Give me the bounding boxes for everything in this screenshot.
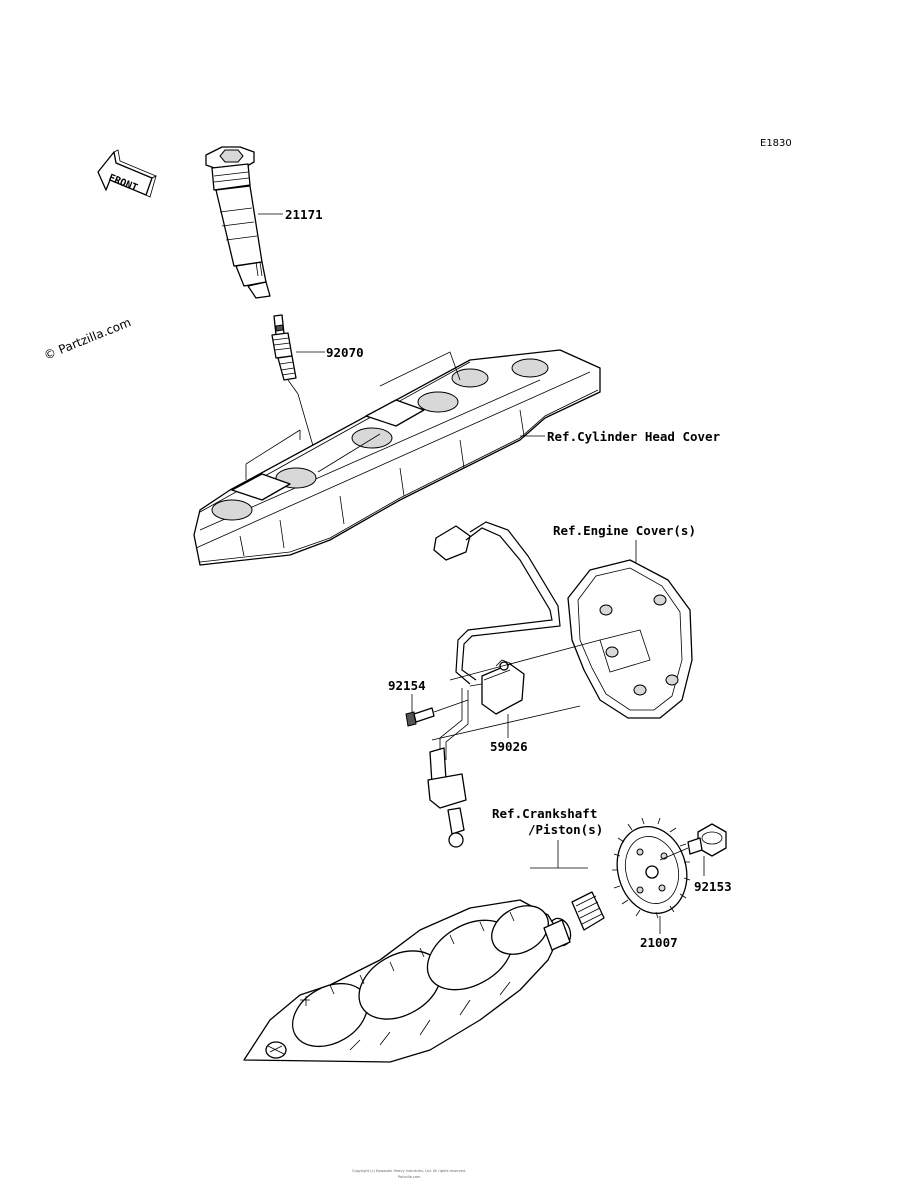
- label-ref-crankshaft-1[interactable]: Ref.Crankshaft: [492, 806, 597, 821]
- label-ref-engine-cover[interactable]: Ref.Engine Cover(s): [553, 523, 696, 538]
- footer-line-2: Partzilla.com: [398, 1175, 421, 1179]
- watermark: © Partzilla.com: [42, 315, 133, 363]
- label-21171[interactable]: 21171: [285, 207, 323, 222]
- rotor[interactable]: [608, 817, 696, 921]
- label-59026[interactable]: 59026: [490, 739, 528, 754]
- crankshaft[interactable]: [243, 896, 571, 1063]
- cylinder-head-cover[interactable]: [193, 349, 601, 566]
- label-21007[interactable]: 21007: [640, 935, 678, 950]
- label-92154[interactable]: 92154: [388, 678, 426, 693]
- pickup-coil[interactable]: [431, 639, 601, 741]
- ignition-coil[interactable]: [205, 146, 271, 299]
- pickup-coil-harness: [427, 521, 561, 848]
- label-ref-cylinder-head-cover[interactable]: Ref.Cylinder Head Cover: [547, 429, 721, 444]
- bolt-92154[interactable]: [405, 699, 469, 727]
- label-92070[interactable]: 92070: [326, 345, 364, 360]
- spark-plug[interactable]: [271, 314, 299, 395]
- bolt-92153[interactable]: [659, 823, 727, 861]
- label-92153[interactable]: 92153: [694, 879, 732, 894]
- label-ref-crankshaft-2[interactable]: /Piston(s): [528, 822, 603, 837]
- engine-cover[interactable]: [567, 559, 693, 719]
- diagram-code: E1830: [760, 138, 792, 149]
- footer-line-1: Copyright (c) Kawasaki Heavy Industries,…: [352, 1169, 466, 1173]
- front-arrow-icon: FRONT: [97, 149, 157, 198]
